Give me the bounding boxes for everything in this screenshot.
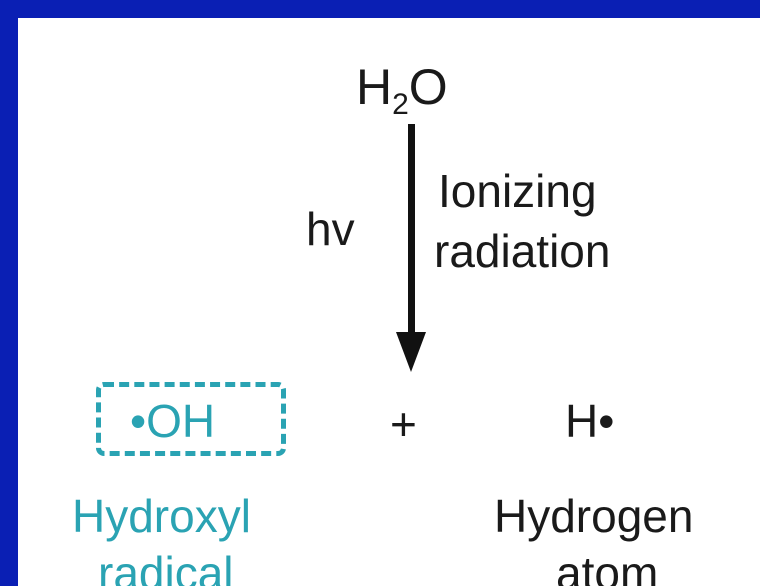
atom-name-line1: Hydrogen <box>494 490 694 542</box>
reaction-arrow-head <box>396 332 426 372</box>
reactant-tail: O <box>408 59 448 115</box>
radical-formula: •OH <box>130 395 216 447</box>
arrow-right-label-line2: radiation <box>434 225 611 277</box>
atom-name-line2: atom <box>556 547 659 586</box>
reaction-arrow-shaft <box>408 124 415 336</box>
reactant-subscript: 2 <box>392 88 409 121</box>
arrow-right-label-line1: Ionizing <box>438 165 597 217</box>
plus-sign: + <box>390 398 417 450</box>
radical-highlight-box <box>96 382 286 456</box>
atom-formula: H• <box>565 395 615 447</box>
radical-name-line1: Hydroxyl <box>72 490 251 542</box>
reactant-formula: H2O <box>356 62 448 120</box>
diagram-panel: H2O hv Ionizing radiation •OH + H• Hydro… <box>18 18 760 586</box>
reactant-base: H <box>356 59 393 115</box>
arrow-left-label: hv <box>306 203 355 255</box>
radical-name-line2: radical <box>98 547 234 586</box>
